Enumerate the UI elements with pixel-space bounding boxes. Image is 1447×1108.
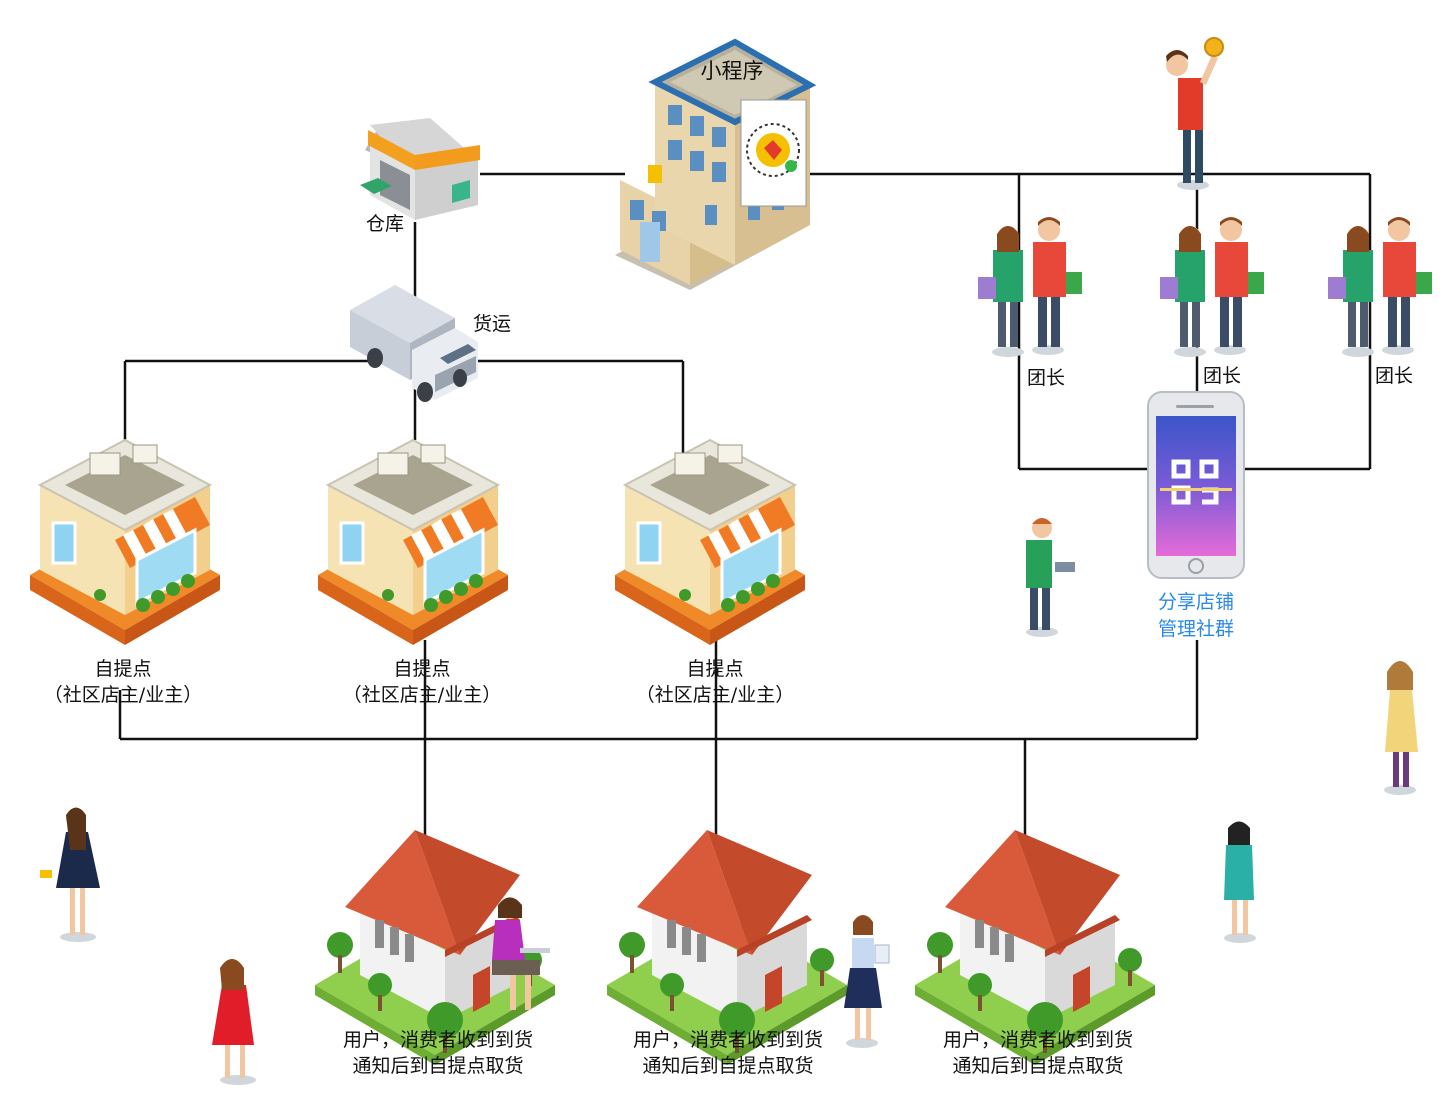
- woman-skirt-figure: [844, 915, 890, 1048]
- pickup-point-title: 自提点: [686, 658, 744, 680]
- user-label-line: 用户，消费者收到到货: [632, 1029, 823, 1051]
- pickup-store-icon: [613, 438, 807, 647]
- phone-caption-line: 分享店铺: [1158, 591, 1234, 613]
- pickup-point-label: 自提点 （社区店主/业主）: [23, 656, 223, 708]
- group-leader-couple-icon: [1328, 217, 1432, 357]
- group-leader-couple-icon: [978, 217, 1082, 357]
- phone-caption: 分享店铺 管理社群: [1158, 591, 1234, 640]
- group-leader-label: 团长: [1203, 365, 1241, 387]
- user-label-line: 通知后到自提点取货: [352, 1055, 524, 1077]
- pickup-point-subtitle: （社区店主/业主）: [635, 684, 795, 706]
- pickup-point-title: 自提点: [393, 658, 451, 680]
- group-leader-label: 团长: [1027, 367, 1065, 389]
- truck-icon: [350, 285, 478, 402]
- warehouse-label: 仓库: [366, 213, 404, 235]
- group-leader-couple-icon: [1160, 217, 1264, 357]
- pickup-store-icon: [28, 438, 222, 647]
- pickup-point-title: 自提点: [94, 658, 152, 680]
- user-label: 用户，消费者收到到货 通知后到自提点取货: [608, 1027, 848, 1079]
- user-label-line: 用户，消费者收到到货: [342, 1029, 533, 1051]
- woman-laptop-figure: [492, 897, 550, 1010]
- group-leader-coin-figure: [1166, 37, 1224, 190]
- shipping-label: 货运: [473, 313, 511, 335]
- user-label-line: 用户，消费者收到到货: [942, 1029, 1133, 1051]
- pickup-point-subtitle: （社区店主/业主）: [342, 684, 502, 706]
- phone-caption-line: 管理社群: [1158, 618, 1234, 640]
- pickup-store-icon: [316, 438, 510, 647]
- group-leader-label: 团长: [1375, 365, 1413, 387]
- woman-figure: [1384, 661, 1418, 795]
- pickup-point-subtitle: （社区店主/业主）: [43, 684, 203, 706]
- woman-teal-figure: [1224, 821, 1256, 943]
- phone-qr-icon: [1147, 391, 1245, 579]
- woman-phone-figure: [40, 807, 100, 942]
- user-label-line: 通知后到自提点取货: [952, 1055, 1124, 1077]
- pickup-point-label: 自提点 （社区店主/业主）: [322, 656, 522, 708]
- user-label: 用户，消费者收到到货 通知后到自提点取货: [918, 1027, 1158, 1079]
- warehouse-building: [360, 118, 480, 220]
- mini-program-label: 小程序: [701, 59, 764, 83]
- pickup-point-label: 自提点 （社区店主/业主）: [615, 656, 815, 708]
- user-label-line: 通知后到自提点取货: [642, 1055, 814, 1077]
- woman-red-dress-figure: [212, 959, 256, 1085]
- user-label: 用户，消费者收到到货 通知后到自提点取货: [318, 1027, 558, 1079]
- mini-program-building: [615, 38, 817, 290]
- person-tablet-figure: [1026, 518, 1075, 637]
